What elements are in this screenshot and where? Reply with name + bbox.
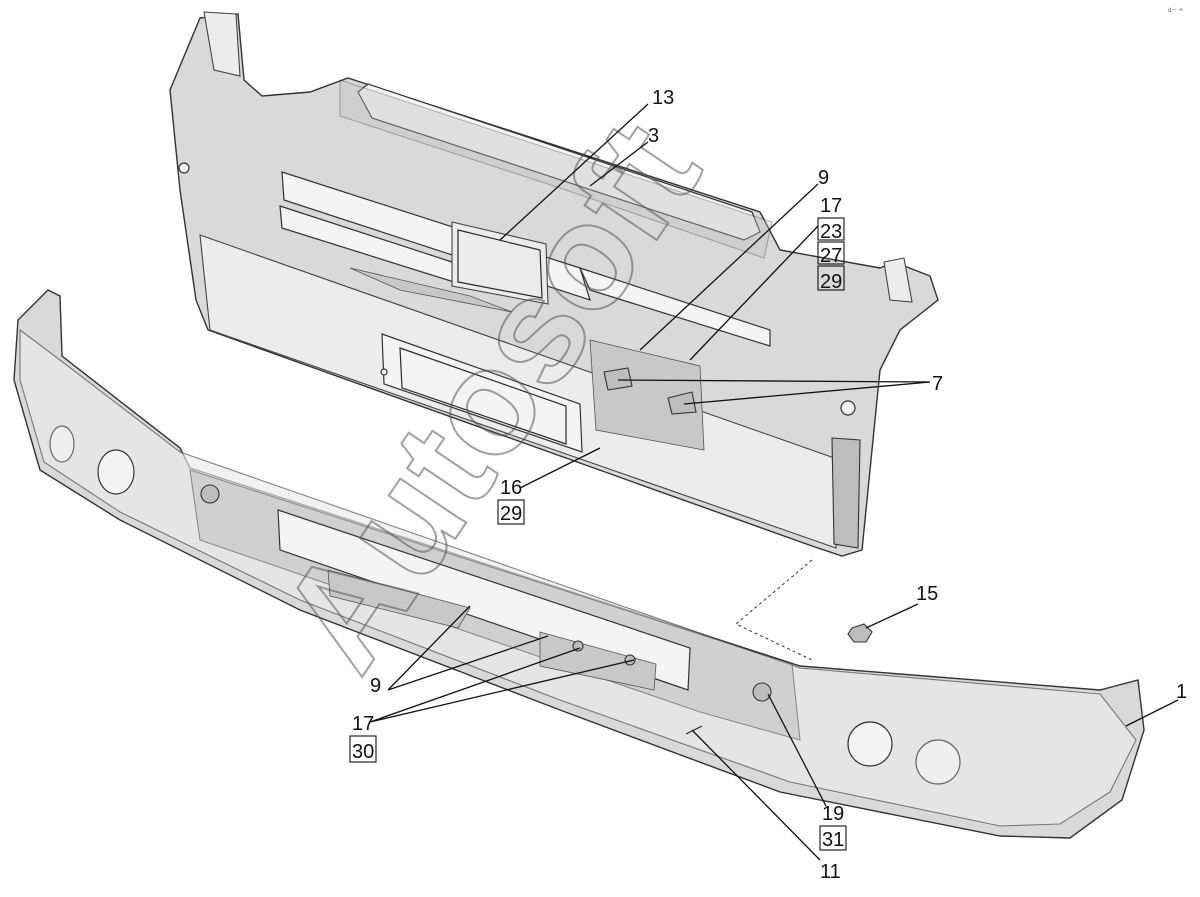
callout-7: 7 [932,373,943,395]
svg-text:29: 29 [500,503,522,525]
callout-11: 11 [820,861,841,883]
svg-text:15: 15 [916,583,938,605]
svg-text:16: 16 [500,477,522,499]
svg-text:23: 23 [820,221,842,243]
callout-1: 1 [1176,681,1187,703]
callout-9-top: 9 [818,167,829,189]
callout-9-bottom: 9 [370,675,381,697]
svg-text:31: 31 [822,829,844,851]
svg-text:27: 27 [820,245,842,267]
callout-15: 15 [916,583,938,605]
svg-text:13: 13 [652,87,674,109]
callout-13: 13 [652,87,674,109]
callout-17-23-27-29: 17 23 27 29 [817,195,845,293]
svg-text:29: 29 [820,271,842,293]
leader-lines [369,103,1179,861]
svg-text:11: 11 [820,861,841,883]
svg-text:17: 17 [352,713,374,735]
callout-17-30: 17 30 [349,713,377,763]
svg-text:9: 9 [370,675,381,697]
nut-part [847,623,873,643]
callout-16-29: 16 29 [497,477,525,525]
svg-text:7: 7 [932,373,943,395]
callout-3: 3 [648,125,659,147]
front-fascia-panel [169,11,939,557]
svg-text:9: 9 [818,167,829,189]
svg-text:3: 3 [648,125,659,147]
bumper-bar [13,289,1145,839]
callout-19-31: 19 31 [819,803,847,851]
svg-text:1: 1 [1176,681,1187,703]
svg-text:17: 17 [820,195,842,217]
svg-text:30: 30 [352,741,374,763]
corner-mark: ᵈ⁻ ⁼ [1168,6,1184,16]
svg-text:19: 19 [822,803,844,825]
assembly-path-line [735,559,813,661]
